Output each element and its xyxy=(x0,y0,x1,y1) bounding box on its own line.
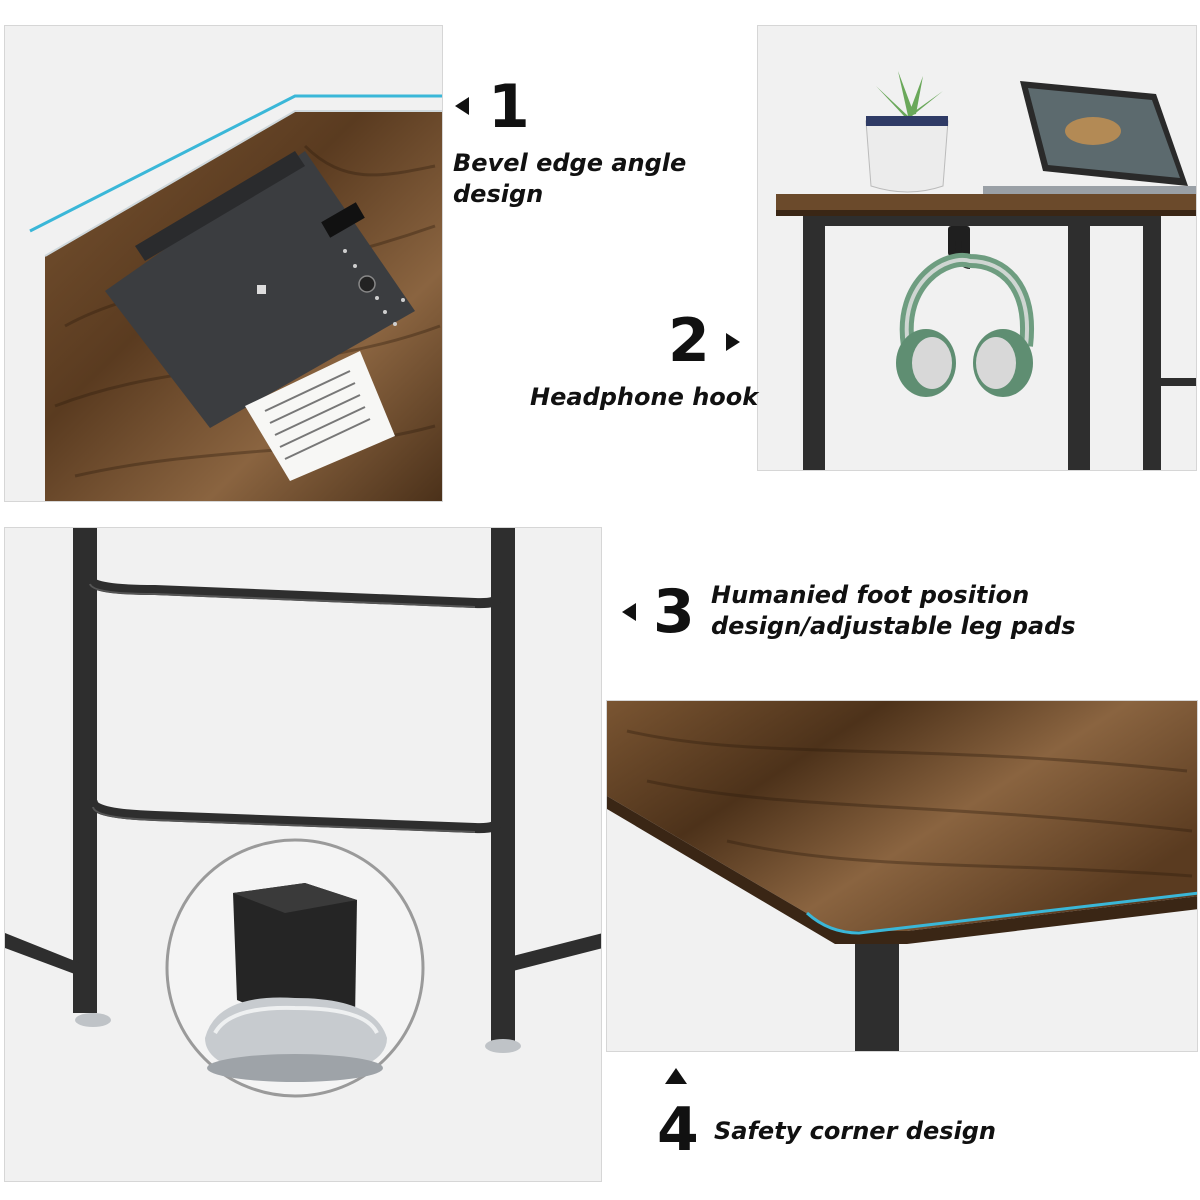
feature-number-2: 2 xyxy=(668,306,710,376)
feature-caption-3-line-1: Humanied foot position xyxy=(711,581,1030,609)
desk-top xyxy=(776,194,1196,214)
feature-number-1: 1 xyxy=(488,72,530,142)
printer-icon xyxy=(105,151,415,481)
feature-number-3: 3 xyxy=(653,577,695,647)
feature-caption-1-line-1: Bevel edge angle xyxy=(453,149,687,177)
arrow-right-icon xyxy=(726,333,740,351)
feature-caption-2: Headphone hook xyxy=(530,383,759,411)
desk-top xyxy=(607,701,1197,931)
plant-icon xyxy=(865,71,949,193)
arrow-left-icon xyxy=(455,97,469,115)
feature-number-4: 4 xyxy=(657,1095,699,1165)
leg-pad-icon xyxy=(75,838,521,1098)
rounded-corner-highlight xyxy=(805,891,1197,935)
bevel-edge-highlight xyxy=(29,94,442,233)
leg-pad-photo xyxy=(4,527,602,1182)
feature-caption-3-line-2: design/adjustable leg pads xyxy=(711,612,1076,640)
headphones-icon xyxy=(896,252,1034,397)
safety-corner-photo xyxy=(606,700,1198,1052)
laptop-icon xyxy=(983,81,1196,198)
arrow-left-icon xyxy=(622,603,636,621)
arrow-up-icon xyxy=(665,1068,687,1084)
feature-caption-1-line-2: design xyxy=(453,180,544,208)
bevel-edge-photo xyxy=(4,25,443,502)
feature-caption-4: Safety corner design xyxy=(714,1117,997,1145)
headphone-hook-photo xyxy=(757,25,1197,471)
